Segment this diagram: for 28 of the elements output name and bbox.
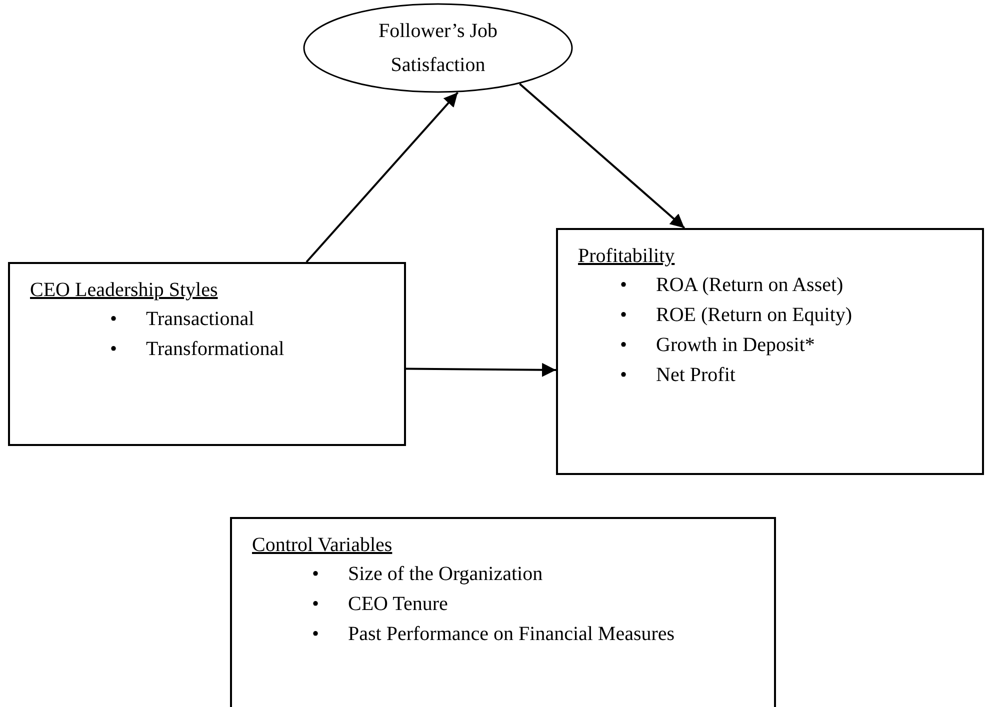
node-label: Follower’s Job Satisfaction bbox=[377, 19, 499, 78]
bullet-mark: • bbox=[620, 303, 628, 328]
bullet-mark: • bbox=[620, 273, 628, 298]
arrow bbox=[306, 92, 459, 263]
bullet-item: Growth in Deposit* bbox=[656, 333, 815, 358]
text-box bbox=[230, 517, 776, 707]
box-heading: Control Variables bbox=[252, 533, 392, 558]
arrow bbox=[519, 83, 686, 229]
box-heading: CEO Leadership Styles bbox=[30, 278, 218, 303]
bullet-mark: • bbox=[312, 592, 320, 617]
bullet-item: Transactional bbox=[146, 307, 254, 332]
bullet-item: Past Performance on Financial Measures bbox=[348, 622, 675, 647]
bullet-item: Net Profit bbox=[656, 363, 736, 388]
bullet-item: Size of the Organization bbox=[348, 562, 543, 587]
text-box bbox=[8, 262, 406, 446]
bullet-mark: • bbox=[110, 307, 118, 332]
bullet-item: ROE (Return on Equity) bbox=[656, 303, 852, 328]
bullet-mark: • bbox=[110, 337, 118, 362]
bullet-mark: • bbox=[312, 622, 320, 647]
bullet-item: ROA (Return on Asset) bbox=[656, 273, 844, 298]
arrow bbox=[406, 362, 556, 377]
bullet-item: Transformational bbox=[146, 337, 284, 362]
bullet-item: CEO Tenure bbox=[348, 592, 448, 617]
text-box bbox=[556, 228, 984, 475]
bullet-mark: • bbox=[620, 363, 628, 388]
box-heading: Profitability bbox=[578, 244, 675, 269]
bullet-mark: • bbox=[312, 562, 320, 587]
bullet-mark: • bbox=[620, 333, 628, 358]
